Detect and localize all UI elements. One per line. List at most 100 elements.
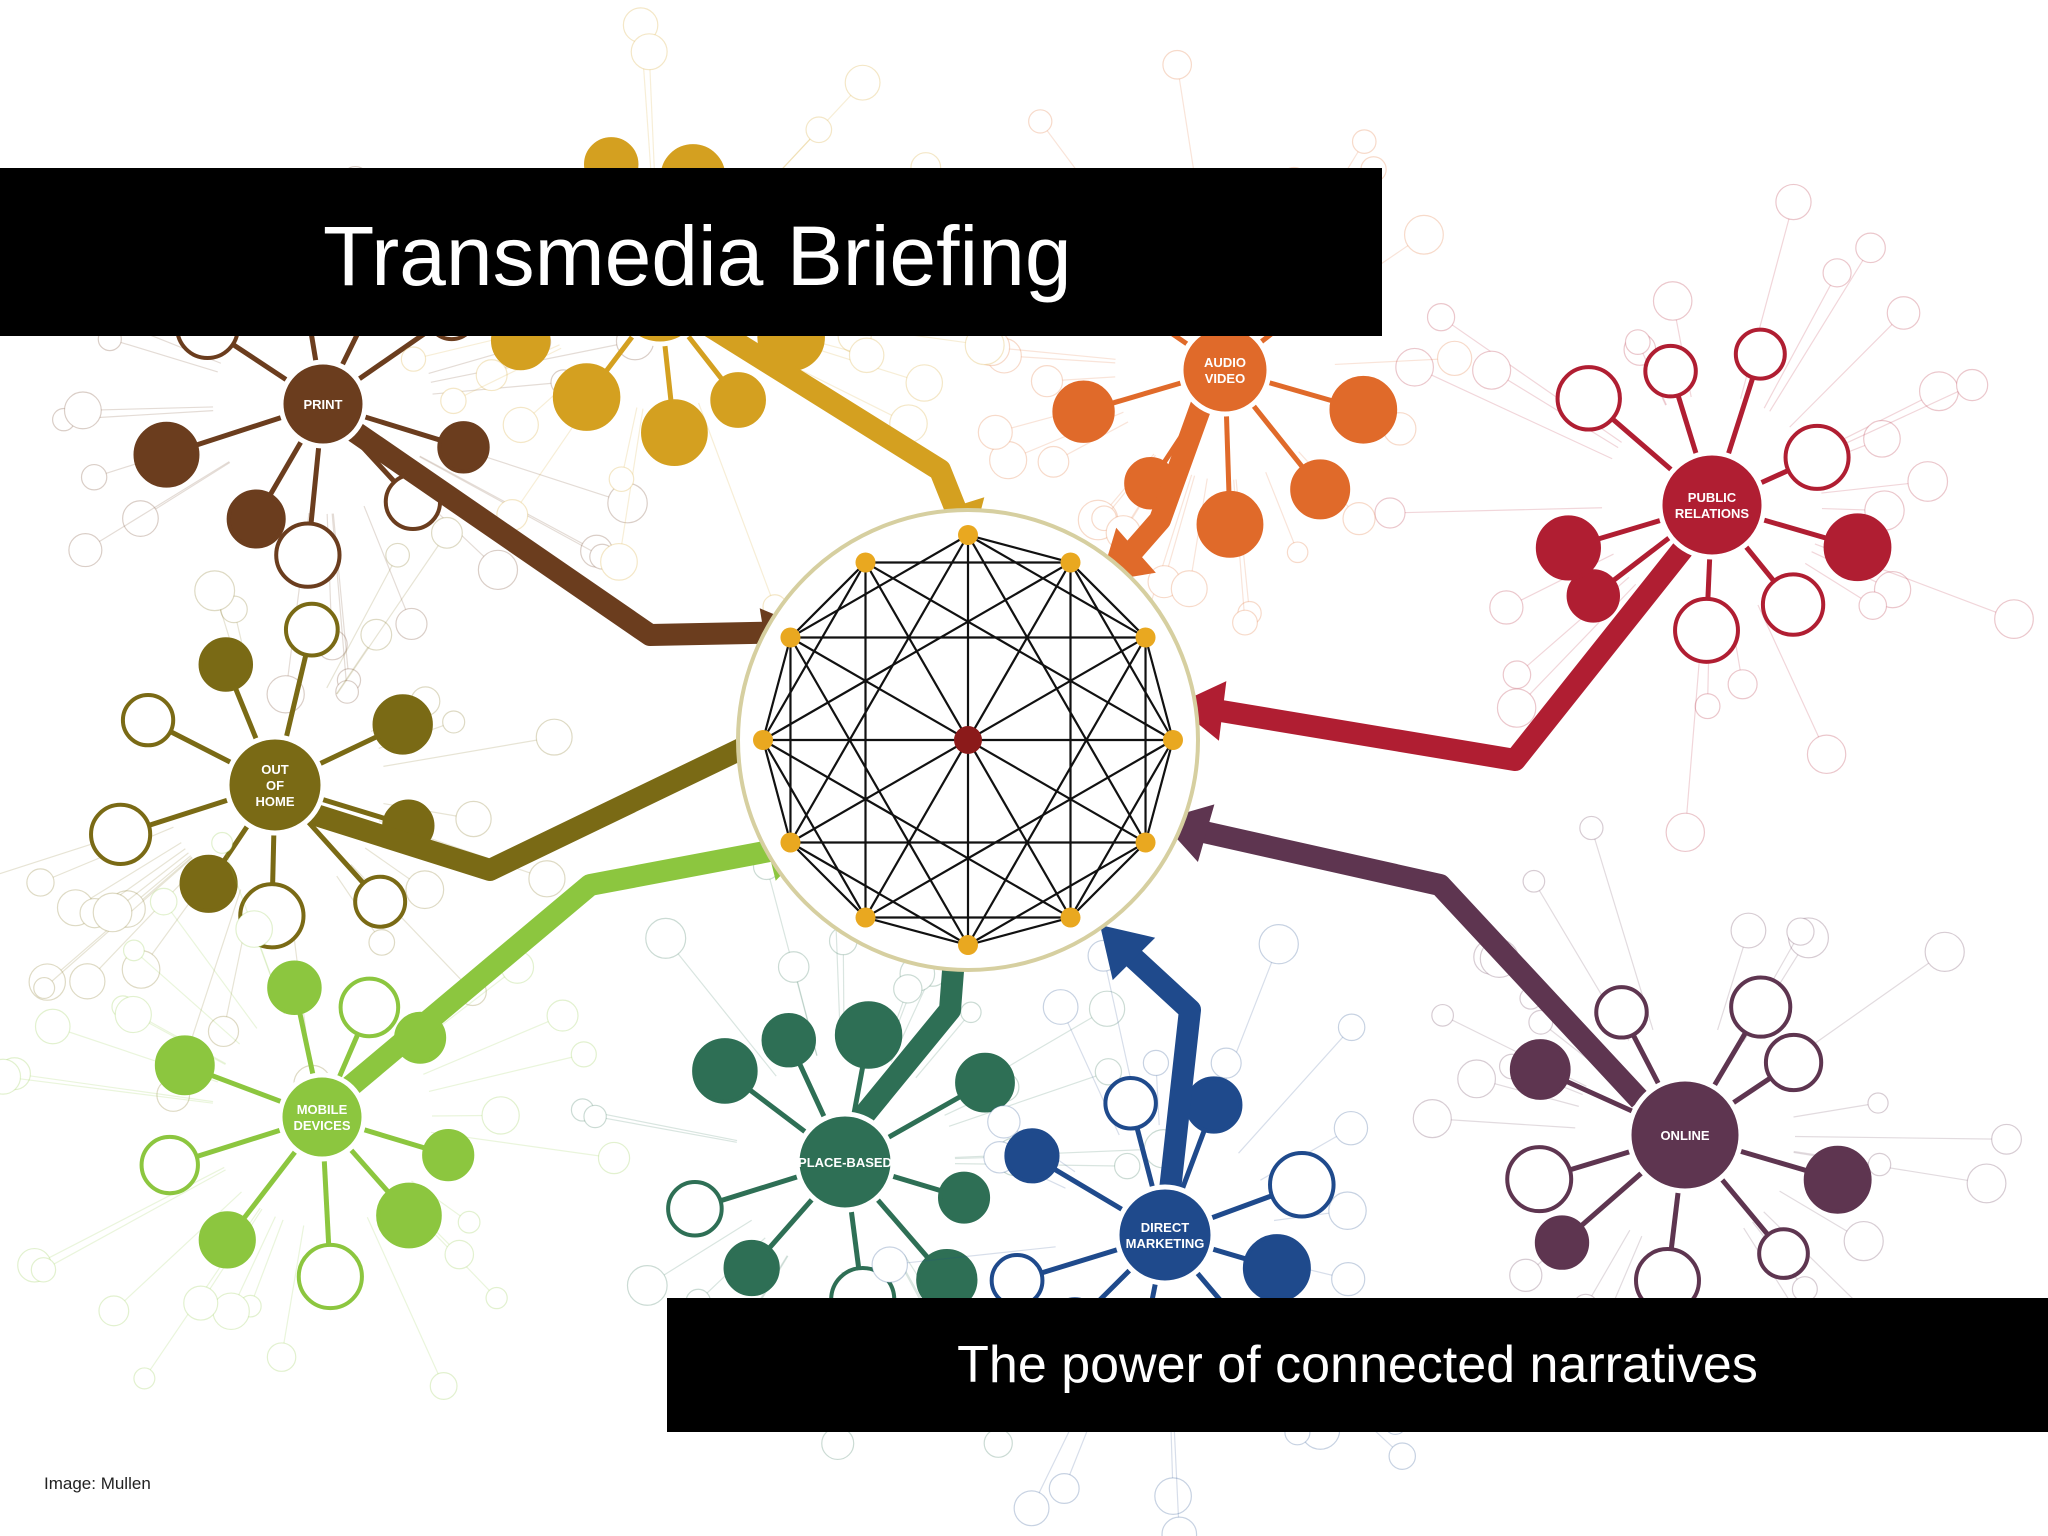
sub-node [1013, 1490, 1050, 1527]
channel-node [422, 1129, 475, 1182]
sub-node [481, 1096, 520, 1135]
broadcast-arrow [694, 310, 971, 525]
sub-node [1088, 990, 1126, 1027]
sub-node [805, 116, 833, 144]
channel-node [1733, 327, 1787, 381]
sub-node [1232, 609, 1258, 636]
channel-node [226, 489, 286, 549]
network-node [753, 730, 773, 750]
channel-node [1534, 1215, 1590, 1270]
sub-node [63, 391, 102, 430]
channel-node [1673, 596, 1740, 664]
sub-node [1210, 1047, 1242, 1079]
public-relations-hub [1657, 450, 1767, 560]
sub-node [987, 1105, 1021, 1139]
sub-node [442, 710, 466, 734]
channel-node [938, 1171, 991, 1224]
sub-node [1426, 303, 1456, 332]
place-based-hub-label: PLACE-BASED [798, 1155, 892, 1170]
channel-node [353, 874, 408, 929]
sub-node [133, 1367, 156, 1390]
online-cluster [1412, 815, 2022, 1403]
sub-node [1162, 49, 1193, 80]
sub-node [1258, 924, 1299, 965]
channel-node [1643, 343, 1698, 399]
sub-node [1489, 590, 1524, 625]
channel-node [1052, 380, 1115, 443]
print-hub [278, 359, 368, 449]
sub-node [122, 939, 145, 962]
sub-node [477, 549, 519, 591]
sub-node [1924, 931, 1965, 972]
sub-node [1863, 419, 1901, 458]
sub-node [34, 1008, 71, 1045]
online-hub-label: ONLINE [1660, 1128, 1709, 1143]
sub-node [395, 607, 428, 641]
channel-node [89, 802, 153, 866]
channel-node [1004, 1128, 1060, 1184]
sub-node [1855, 232, 1886, 264]
sub-node [1694, 693, 1721, 720]
channel-node [834, 1001, 903, 1069]
sub-node [777, 951, 810, 983]
out-of-home-arrow [296, 725, 775, 881]
sub-node [360, 618, 393, 651]
channel-node [179, 854, 238, 913]
channel-node [376, 1182, 442, 1249]
sub-node [1154, 1477, 1192, 1516]
title-bar [0, 168, 1382, 336]
sub-node [1161, 1516, 1198, 1536]
sub-node [1142, 1049, 1170, 1077]
out-of-home-hub-label: OF [266, 778, 284, 793]
sub-node [1342, 502, 1376, 536]
channel-node [1757, 1227, 1810, 1280]
subtitle-bar [667, 1298, 2048, 1432]
sub-node [1867, 1152, 1892, 1177]
sub-node [30, 1257, 57, 1283]
sub-node [1472, 350, 1512, 390]
sub-node [430, 516, 463, 549]
sub-node [630, 33, 668, 71]
channel-node [1103, 1076, 1158, 1131]
sub-node [1955, 368, 1989, 402]
sub-node [1331, 1262, 1366, 1297]
network-node [855, 907, 876, 928]
sub-node [502, 406, 539, 444]
network-node [958, 935, 978, 955]
sub-node [1822, 258, 1852, 288]
sub-node [1775, 183, 1812, 221]
sub-node [0, 1058, 22, 1095]
sub-node [983, 1428, 1013, 1458]
sub-node [457, 1210, 481, 1234]
sub-node [1374, 497, 1406, 529]
sub-node [1843, 1220, 1884, 1262]
mobile-devices-hub [277, 1072, 367, 1162]
public-relations-hub-label: RELATIONS [1675, 506, 1749, 521]
sub-node [583, 1104, 607, 1129]
sub-node [1579, 815, 1604, 841]
sub-node [1436, 340, 1473, 377]
sub-node [235, 910, 274, 948]
place-based-hub [794, 1111, 896, 1213]
sub-node [1048, 1472, 1080, 1504]
sub-node [98, 1295, 130, 1327]
channel-node [296, 1242, 364, 1311]
channel-node [1783, 423, 1851, 491]
channel-node [1242, 1234, 1311, 1303]
slide-subtitle: The power of connected narratives [957, 1336, 1758, 1394]
network-node [780, 832, 801, 853]
direct-marketing-hub-label: DIRECT [1141, 1220, 1189, 1235]
slide-title: Transmedia Briefing [323, 209, 1072, 303]
sub-node [122, 500, 159, 537]
sub-node [429, 1372, 458, 1400]
out-of-home-hub-label: OUT [261, 762, 289, 777]
sub-node [1966, 1163, 2007, 1204]
direct-marketing-arrowhead [1100, 925, 1156, 981]
sub-node [848, 337, 885, 374]
channel-node [641, 399, 708, 466]
network-core [954, 726, 982, 754]
sub-node [1502, 660, 1532, 690]
sub-node [1403, 214, 1444, 255]
sub-node [1907, 461, 1949, 502]
channel-node [1535, 515, 1601, 581]
